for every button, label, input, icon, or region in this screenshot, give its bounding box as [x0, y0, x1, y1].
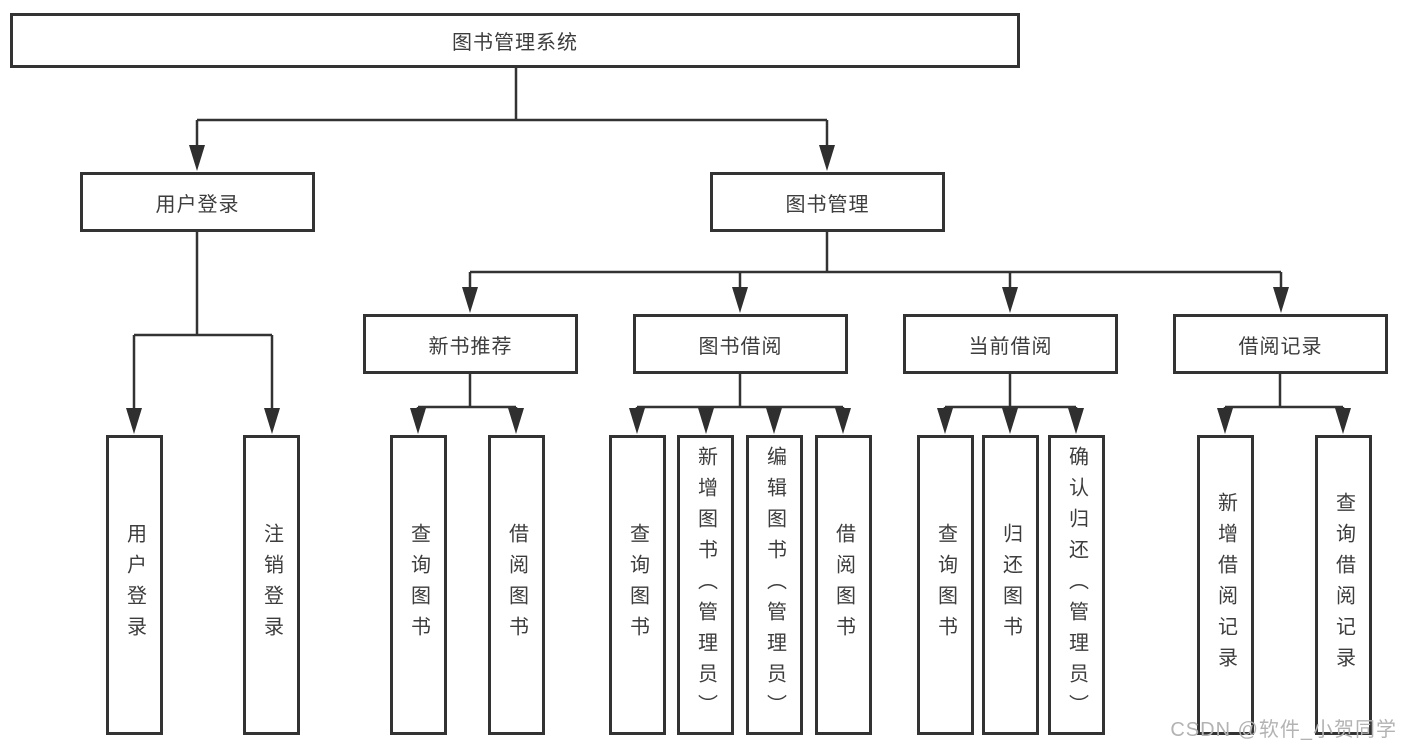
connector-newbook-to-leaves: [410, 374, 524, 434]
node-label: 图书管理: [785, 193, 870, 216]
node-label: 用户登录: [123, 523, 146, 647]
node-new-book-recommend: 新书推荐: [363, 314, 578, 374]
node-label: 用户登录: [155, 193, 240, 216]
connector-bookmgmt-to-level3: [462, 232, 1289, 313]
node-label: 图书管理系统: [452, 32, 578, 54]
node-logout-leaf: 注销登录: [243, 435, 300, 735]
node-query-books-borrowing: 查询图书: [609, 435, 666, 735]
node-query-borrow-record: 查询借阅记录: [1315, 435, 1372, 735]
node-label: 借阅记录: [1238, 335, 1323, 358]
node-label: 查询图书: [934, 523, 957, 647]
node-borrowing-records: 借阅记录: [1173, 314, 1388, 374]
node-confirm-return-admin: 确认归还（管理员）: [1048, 435, 1105, 735]
node-user-login-leaf: 用户登录: [106, 435, 163, 735]
node-add-borrow-record: 新增借阅记录: [1197, 435, 1254, 735]
connector-login-to-leaves: [126, 232, 280, 434]
node-borrow-books-recommend: 借阅图书: [488, 435, 545, 735]
node-borrow-books-leaf: 借阅图书: [815, 435, 872, 735]
connector-bookborrow-to-leaves: [629, 374, 851, 434]
node-label: 编辑图书（管理员）: [763, 445, 786, 725]
node-label: 当前借阅: [968, 335, 1053, 358]
node-label: 查询图书: [626, 523, 649, 647]
node-label: 借阅图书: [505, 523, 528, 647]
node-book-borrowing: 图书借阅: [633, 314, 848, 374]
node-label: 新增图书（管理员）: [694, 445, 717, 725]
node-current-borrowing: 当前借阅: [903, 314, 1118, 374]
node-query-books-recommend: 查询图书: [390, 435, 447, 735]
csdn-watermark: CSDN @软件_小贺同学: [1170, 719, 1397, 741]
connector-root-to-level2: [189, 68, 835, 171]
node-label: 查询借阅记录: [1332, 492, 1355, 678]
connector-records-to-leaves: [1217, 374, 1351, 434]
node-label: 注销登录: [260, 523, 283, 647]
node-label: 借阅图书: [832, 523, 855, 647]
node-label: 确认归还（管理员）: [1065, 445, 1088, 725]
connector-curborrow-to-leaves: [937, 374, 1084, 434]
node-label: 归还图书: [999, 523, 1022, 647]
node-label: 新增借阅记录: [1214, 492, 1237, 678]
node-label: 图书借阅: [698, 335, 783, 358]
node-library-management-system: 图书管理系统: [10, 13, 1020, 68]
node-label: 查询图书: [407, 523, 430, 647]
node-add-books-admin: 新增图书（管理员）: [677, 435, 734, 735]
node-query-books-current: 查询图书: [917, 435, 974, 735]
node-return-books: 归还图书: [982, 435, 1039, 735]
node-label: 新书推荐: [428, 335, 513, 358]
node-book-management-branch: 图书管理: [710, 172, 945, 232]
node-user-login-branch: 用户登录: [80, 172, 315, 232]
node-edit-books-admin: 编辑图书（管理员）: [746, 435, 803, 735]
